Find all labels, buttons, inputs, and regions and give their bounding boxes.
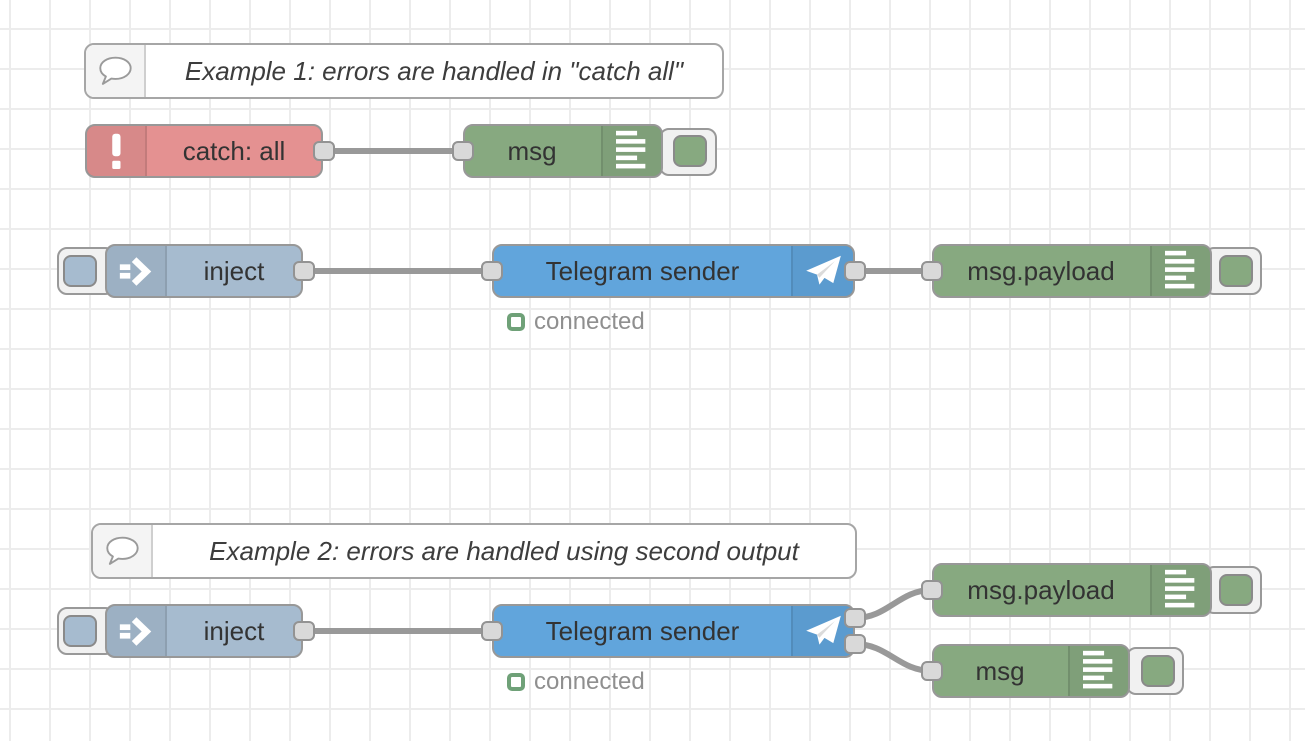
inject-node[interactable]: inject	[105, 244, 303, 298]
telegram-output-port[interactable]	[844, 261, 866, 281]
telegram-input-port[interactable]	[481, 621, 503, 641]
debug-node-msg[interactable]: msg	[463, 124, 663, 178]
debug-node-label: msg	[975, 655, 1025, 686]
inject-output-port[interactable]	[293, 261, 315, 281]
comment-label: Example 2: errors are handled using seco…	[209, 535, 799, 566]
telegram-node-label: Telegram sender	[545, 615, 740, 646]
inject-node[interactable]: inject	[105, 604, 303, 658]
debug-toggle-button[interactable]	[1219, 574, 1253, 606]
debug-node-label: msg	[507, 135, 557, 166]
comment-label: Example 1: errors are handled in "catch …	[184, 55, 684, 86]
debug-list-icon	[601, 126, 661, 176]
catch-output-port[interactable]	[313, 141, 335, 161]
status-text: connected	[534, 308, 645, 335]
debug-toggle-button[interactable]	[673, 135, 707, 167]
inject-node-label: inject	[203, 255, 265, 286]
inject-arrow-icon	[107, 606, 167, 656]
inject-button[interactable]	[63, 615, 97, 647]
debug-input-port[interactable]	[921, 261, 943, 281]
telegram-sender-node[interactable]: Telegram sender	[492, 244, 855, 298]
comment-bubble-icon	[86, 45, 146, 97]
debug-input-port[interactable]	[921, 580, 943, 600]
telegram-input-port[interactable]	[481, 261, 503, 281]
debug-list-icon	[1150, 565, 1210, 615]
comment-node-example2[interactable]: Example 2: errors are handled using seco…	[91, 523, 857, 579]
inject-output-port[interactable]	[293, 621, 315, 641]
paper-plane-icon	[791, 246, 853, 296]
telegram-output-port-1[interactable]	[844, 608, 866, 628]
debug-node-label: msg.payload	[967, 255, 1115, 286]
status-text: connected	[534, 668, 645, 695]
debug-toggle-button[interactable]	[1219, 255, 1253, 287]
debug-input-port[interactable]	[452, 141, 474, 161]
telegram-status: connected	[507, 668, 645, 696]
debug-node-msg-payload[interactable]: msg.payload	[932, 244, 1212, 298]
telegram-node-label: Telegram sender	[545, 255, 740, 286]
telegram-output-port-2[interactable]	[844, 634, 866, 654]
debug-list-icon	[1150, 246, 1210, 296]
debug-node-msg-payload[interactable]: msg.payload	[932, 563, 1212, 617]
debug-node-msg[interactable]: msg	[932, 644, 1130, 698]
catch-node[interactable]: catch: all	[85, 124, 323, 178]
inject-arrow-icon	[107, 246, 167, 296]
telegram-status: connected	[507, 308, 645, 336]
debug-node-label: msg.payload	[967, 574, 1115, 605]
comment-node-example1[interactable]: Example 1: errors are handled in "catch …	[84, 43, 724, 99]
paper-plane-icon	[791, 606, 853, 656]
debug-list-icon	[1068, 646, 1128, 696]
debug-toggle-button[interactable]	[1141, 655, 1175, 687]
inject-button[interactable]	[63, 255, 97, 287]
status-ring-icon	[507, 313, 525, 331]
inject-node-label: inject	[203, 615, 265, 646]
status-ring-icon	[507, 673, 525, 691]
telegram-sender-node[interactable]: Telegram sender	[492, 604, 855, 658]
debug-input-port[interactable]	[921, 661, 943, 681]
catch-node-label: catch: all	[182, 135, 286, 166]
exclamation-icon	[87, 126, 147, 176]
comment-bubble-icon	[93, 525, 153, 577]
